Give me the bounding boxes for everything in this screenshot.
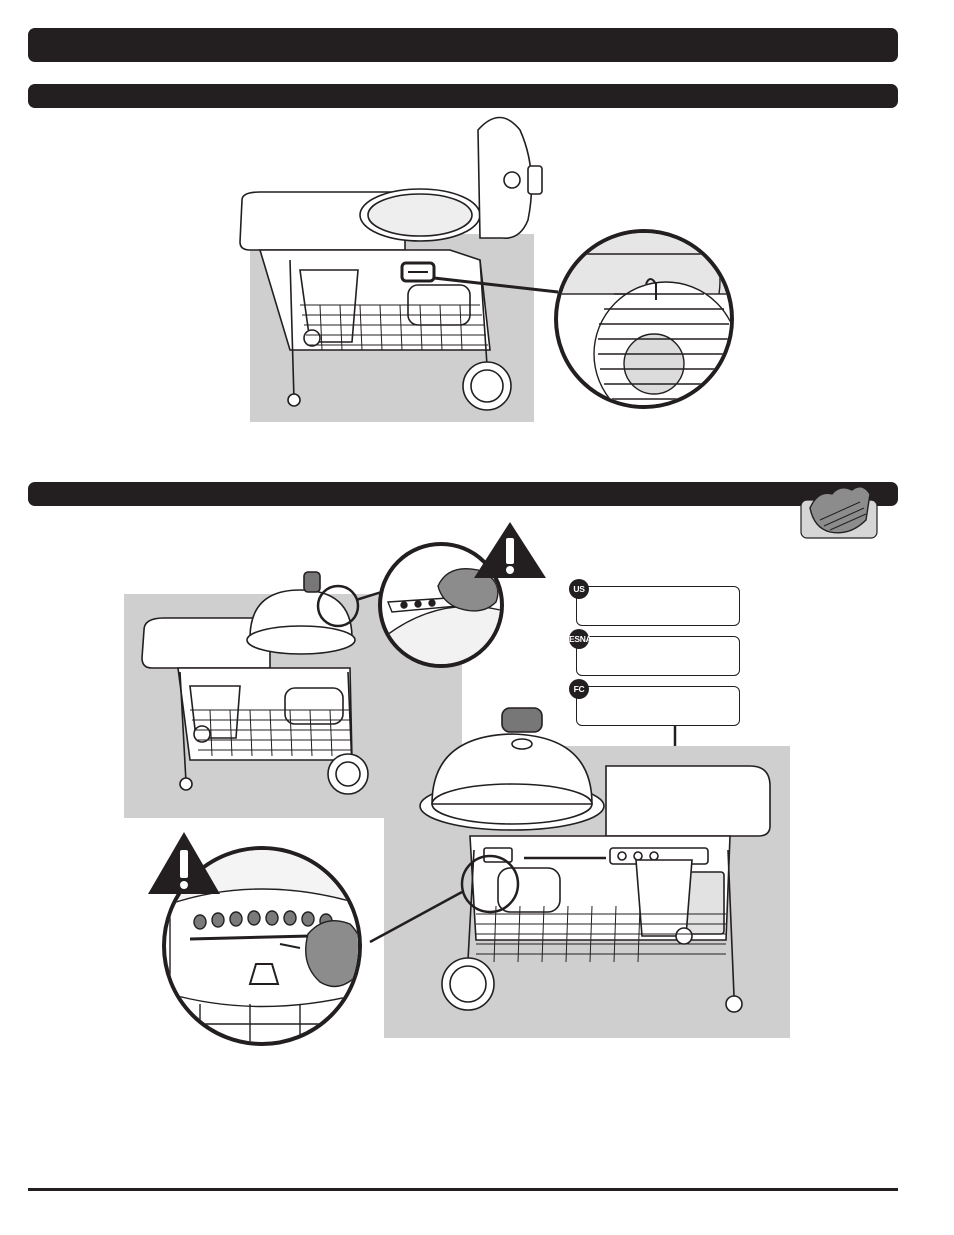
region-badge-us: US (569, 579, 589, 599)
footer-rule (28, 1188, 898, 1191)
section-bar-2 (28, 482, 898, 506)
lid-vent-detail-callout (378, 542, 504, 668)
barbecue-mitt-icon (800, 486, 878, 539)
section-bar-1 (28, 84, 898, 108)
region-label-fc: FC (569, 679, 740, 726)
region-badge-esna: ESNA (569, 629, 592, 649)
ash-vent-detail-callout (162, 846, 362, 1046)
region-label-us: US (569, 579, 740, 626)
warning-triangle-icon-top (474, 522, 546, 578)
page-title-bar (28, 28, 898, 62)
grill-closed-lid-illustration-a (141, 571, 389, 795)
region-badge-fc: FC (569, 679, 589, 699)
grate-hook-detail-callout (554, 229, 734, 409)
warning-triangle-icon-bottom (148, 832, 220, 894)
grill-closed-lid-illustration-b (369, 707, 771, 1013)
region-label-esna: ESNA (569, 629, 740, 676)
grill-lid-open-illustration (239, 116, 559, 411)
